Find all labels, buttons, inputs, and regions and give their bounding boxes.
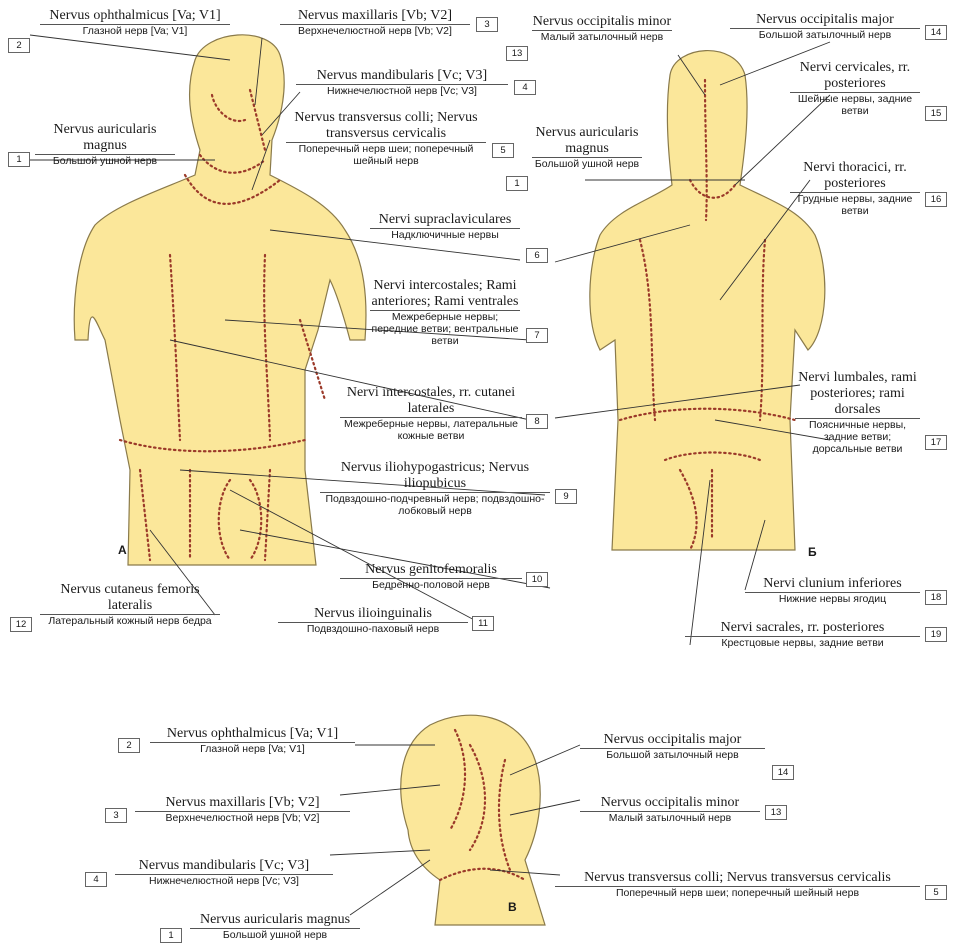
number-box-3-head: 3 (105, 808, 127, 823)
number-box-19: 19 (925, 627, 947, 642)
number-box-9: 9 (555, 489, 577, 504)
number-box-3: 3 (476, 17, 498, 32)
number-box-2-head: 2 (118, 738, 140, 753)
number-box-14-head: 14 (772, 765, 794, 780)
number-box-14: 14 (925, 25, 947, 40)
number-box-5: 5 (492, 143, 514, 158)
label-transversus-a: Nervus transversus colli; Nervus transve… (286, 110, 486, 167)
number-box-18: 18 (925, 590, 947, 605)
number-box-4: 4 (514, 80, 536, 95)
label-intercostales-laterales: Nervi intercostales, rr. cutanei lateral… (340, 385, 522, 442)
number-box-6: 6 (526, 248, 548, 263)
label-iliohypogastricus: Nervus iliohypogastricus; Nervus iliopub… (320, 460, 550, 517)
number-box-13-head: 13 (765, 805, 787, 820)
number-box-11: 11 (472, 616, 494, 631)
number-box-10: 10 (526, 572, 548, 587)
label-mandibularis-c: Nervus mandibularis [Vc; V3]Нижнечелюстн… (115, 858, 333, 887)
number-box-16: 16 (925, 192, 947, 207)
number-box-13: 13 (506, 46, 528, 61)
number-box-7: 7 (526, 328, 548, 343)
figure-letter-a: А (118, 543, 127, 557)
number-box-4-head: 4 (85, 872, 107, 887)
label-transversus-c: Nervus transversus colli; Nervus transve… (555, 870, 920, 899)
number-box-17: 17 (925, 435, 947, 450)
number-box-1-back: 1 (506, 176, 528, 191)
number-box-2: 2 (8, 38, 30, 53)
label-lumbales: Nervi lumbales, rami posteriores; rami d… (795, 370, 920, 455)
head-profile-figure (401, 715, 545, 925)
number-box-8: 8 (526, 414, 548, 429)
label-maxillaris-c: Nervus maxillaris [Vb; V2]Верхнечелюстно… (135, 795, 350, 824)
label-maxillaris-a: Nervus maxillaris [Vb; V2]Верхнечелюстно… (280, 8, 470, 37)
number-box-1: 1 (8, 152, 30, 167)
label-mandibularis-a: Nervus mandibularis [Vc; V3]Нижнечелюстн… (296, 68, 508, 97)
figure-letter-c: В (508, 900, 517, 914)
number-box-15: 15 (925, 106, 947, 121)
label-intercostales-anteriores: Nervi intercostales; Rami anteriores; Ra… (370, 278, 520, 347)
label-ophthalmicus-a: Nervus ophthalmicus [Va; V1]Глазной нерв… (40, 8, 230, 37)
number-box-12: 12 (10, 617, 32, 632)
number-box-5-head: 5 (925, 885, 947, 900)
number-box-1-head: 1 (160, 928, 182, 943)
figure-letter-b: Б (808, 545, 817, 559)
label-ophthalmicus-c: Nervus ophthalmicus [Va; V1]Глазной нерв… (150, 726, 355, 755)
